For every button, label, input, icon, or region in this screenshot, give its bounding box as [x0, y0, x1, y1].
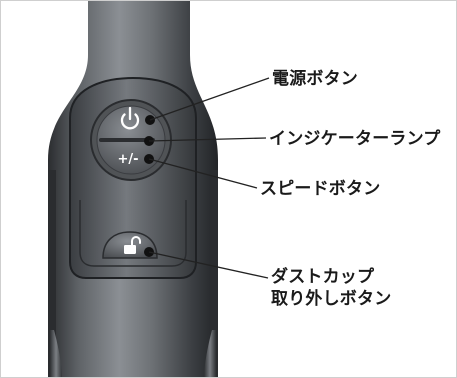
label-dust-cup-line2: 取り外しボタン — [271, 289, 392, 309]
label-dust-cup-line1: ダストカップ — [271, 267, 375, 287]
leader-dust-cup — [148, 251, 269, 279]
body-tip-left — [50, 330, 62, 378]
leader-indicator — [148, 137, 267, 142]
label-dust-cup-release: ダストカップ 取り外しボタン — [271, 266, 391, 310]
unlock-icon — [124, 236, 141, 254]
body-edge-left — [48, 170, 56, 378]
label-speed-button: スピードボタン — [260, 179, 381, 199]
indicator-slit — [99, 138, 155, 142]
body-tip-right — [204, 330, 216, 378]
leader-speed — [148, 158, 258, 189]
power-icon — [120, 106, 140, 130]
label-indicator-lamp: インジケーターランプ — [269, 129, 441, 149]
label-power-button: 電源ボタン — [272, 69, 358, 89]
panel-recess — [79, 200, 187, 267]
leader-power — [149, 77, 270, 121]
body-edge-right — [210, 170, 218, 378]
speed-symbol: +/- — [117, 152, 138, 167]
